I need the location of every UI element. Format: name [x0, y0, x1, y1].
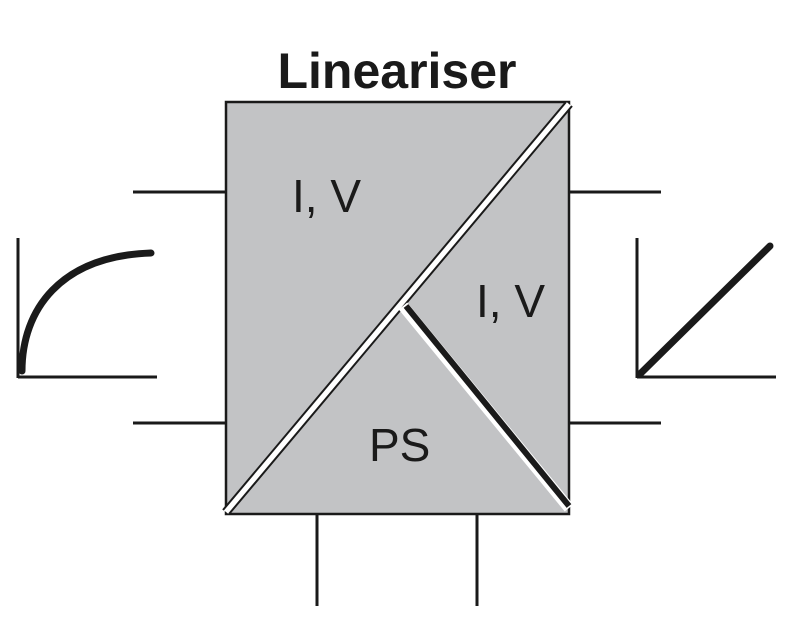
- input-region-label: I, V: [292, 170, 361, 222]
- power-divider: [398, 302, 574, 512]
- diagram-title: Lineariser: [277, 43, 516, 99]
- output-region-label: I, V: [476, 275, 545, 327]
- linear-curve-icon: [635, 238, 776, 379]
- power-region-label: PS: [369, 419, 430, 471]
- nonlinear-curve-icon: [16, 238, 157, 379]
